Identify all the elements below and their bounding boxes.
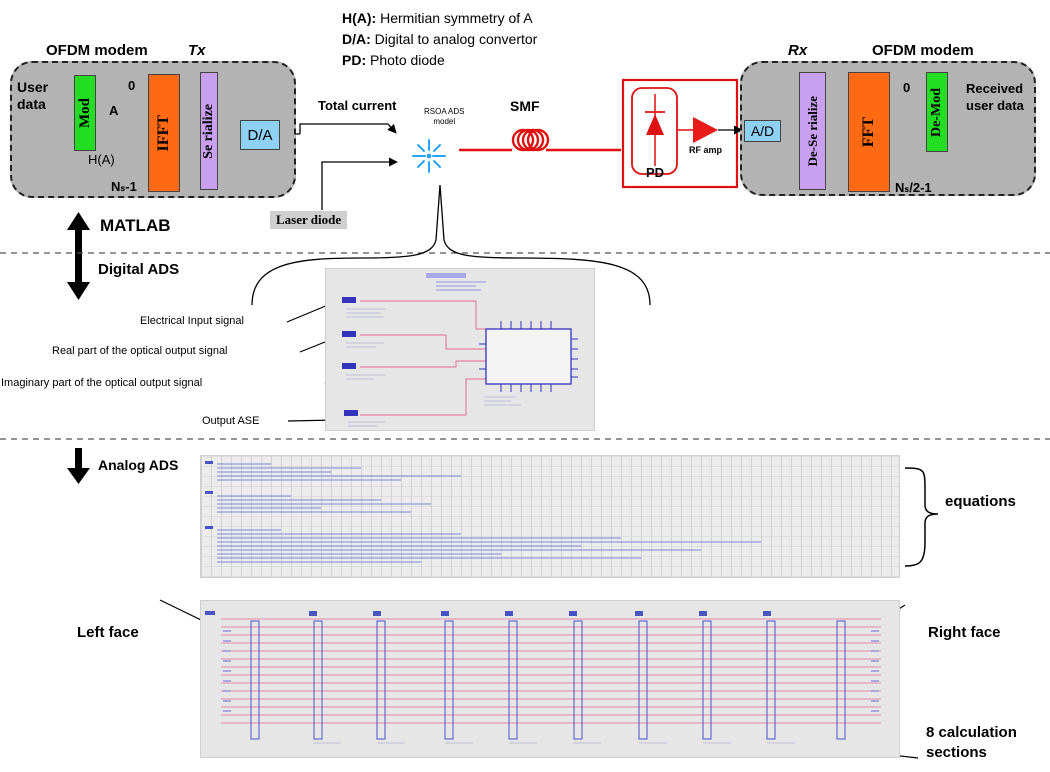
total-current-label: Total current: [318, 98, 397, 113]
tx-modem-title: OFDM modem: [46, 42, 148, 59]
laser-diode-label: Laser diode: [270, 211, 348, 229]
rx-ad-label: A/D: [750, 123, 775, 139]
tx-side-label: Tx: [188, 42, 206, 59]
level-arrow: [67, 212, 90, 300]
rx-fft-label: FFT: [860, 116, 877, 148]
tx-input-a: A: [109, 103, 119, 118]
tx-ifft-block: IFFT: [148, 74, 180, 192]
tx-mod-block: Mod: [74, 75, 96, 151]
level-analog: Analog ADS: [98, 457, 179, 473]
legend: H(A): Hermitian symmetry of A D/A: Digit…: [342, 8, 537, 71]
equations-label: equations: [945, 493, 1016, 510]
digital-ads-schematic: [325, 268, 595, 431]
rx-ns: Nₛ/2-1: [895, 180, 932, 195]
right-face-label: Right face: [928, 624, 1001, 641]
level-digital: Digital ADS: [98, 261, 180, 278]
legend-da: D/A: Digital to analog convertor: [342, 29, 537, 50]
legend-ha-key: H(A):: [342, 10, 377, 26]
rx-received: Received user data: [966, 81, 1024, 113]
tx-input-zero: 0: [128, 78, 136, 93]
analog-equations-panel: [200, 455, 900, 578]
legend-pd-key: PD:: [342, 52, 367, 68]
rx-demod-label: De-Mod: [929, 87, 944, 137]
level-matlab: MATLAB: [100, 216, 171, 235]
equations-text-lines: [205, 461, 761, 563]
pd-label: PD: [646, 165, 665, 180]
tx-input-ns: Nₛ-1: [111, 179, 137, 194]
equations-brace: [904, 467, 939, 567]
port-label-real: Real part of the optical output signal: [52, 345, 228, 357]
port-label-imag: Imaginary part of the optical output sig…: [1, 377, 203, 389]
tx-mod-label: Mod: [76, 98, 93, 128]
legend-ha-text: Hermitian symmetry of A: [376, 10, 533, 26]
rx-demod-block: De-Mod: [926, 72, 948, 152]
rsoa-symbol: [412, 139, 446, 173]
tx-ifft-label: IFFT: [155, 114, 172, 152]
smf-label: SMF: [510, 98, 540, 114]
tx-input-ha: H(A): [88, 152, 115, 167]
legend-da-text: Digital to analog convertor: [370, 31, 538, 47]
rx-ad-block: A/D: [744, 120, 781, 142]
digital-schematic-drawing: [342, 273, 578, 427]
analog-sections-panel: [200, 600, 900, 758]
tx-user-data: User data: [17, 79, 49, 112]
rx-zero: 0: [903, 80, 911, 95]
rx-deserialize-block: De-Se rialize: [799, 72, 826, 190]
tx-da-label: D/A: [247, 126, 273, 144]
port-label-electrical: Electrical Input signal: [140, 315, 244, 327]
tx-da-block: D/A: [240, 120, 280, 150]
port-label-ase: Output ASE: [202, 415, 260, 427]
sections-drawing: [205, 611, 881, 744]
receiver-front-end: [621, 78, 743, 189]
tx-serialize-label: Se rialize: [201, 103, 216, 159]
rx-modem-title: OFDM modem: [872, 42, 974, 59]
rx-fft-block: FFT: [848, 72, 890, 192]
rf-amp-label: RF amp: [689, 145, 723, 155]
calc-sections-label: 8 calculation sections: [926, 724, 1017, 761]
left-face-label: Left face: [77, 624, 139, 641]
legend-da-key: D/A:: [342, 31, 371, 47]
rsoa-label: RSOA ADS model: [424, 107, 465, 126]
legend-ha: H(A): Hermitian symmetry of A: [342, 8, 537, 29]
analog-arrow: [67, 448, 90, 484]
legend-pd-text: Photo diode: [366, 52, 445, 68]
rsoa-zoom-bracket: [251, 184, 651, 306]
tx-serialize-block: Se rialize: [200, 72, 218, 190]
rx-deserialize-label: De-Se rialize: [804, 95, 820, 167]
legend-pd: PD: Photo diode: [342, 50, 537, 71]
rx-side-label: Rx: [788, 42, 808, 59]
fiber-link: [459, 128, 621, 152]
